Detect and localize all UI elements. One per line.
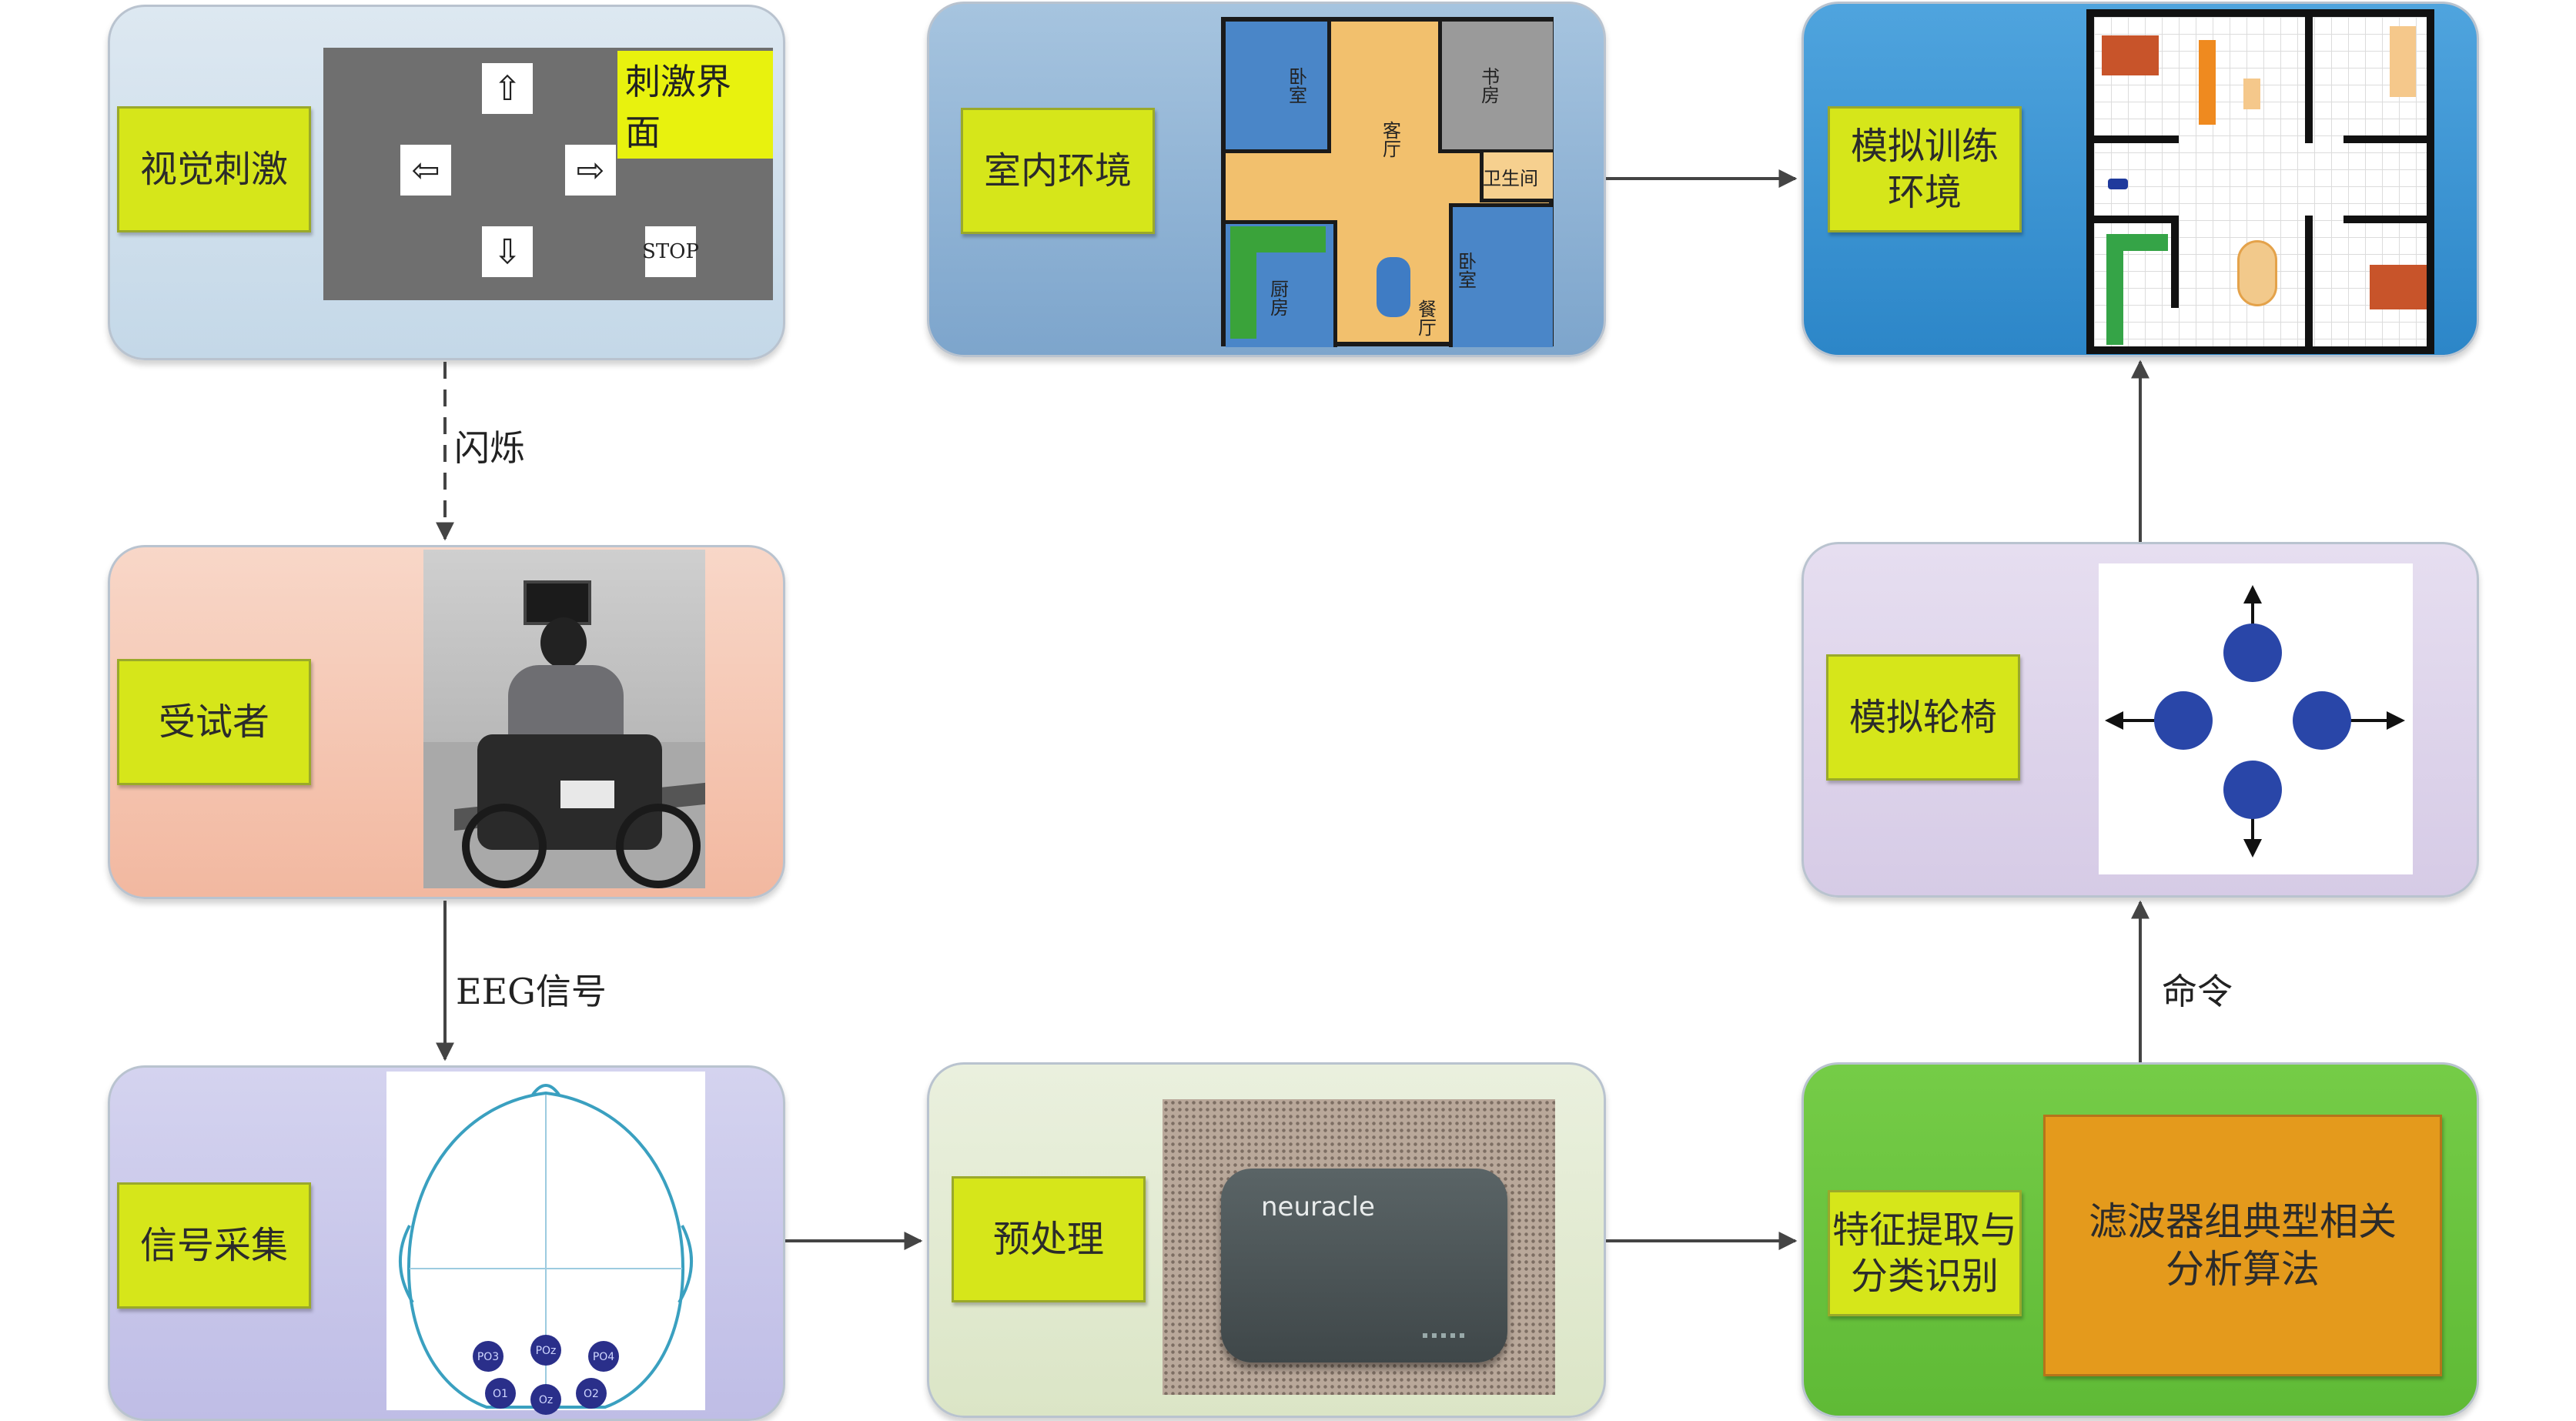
maze-wall [2343,216,2427,223]
maze-kitchen-green-top [2106,234,2168,251]
floorplan-bedroom-1 [1226,22,1331,153]
sim-train-env-label: 模拟训练 环境 [1828,106,2022,232]
maze-chair [2243,79,2260,109]
command-label: 命令 [2162,971,2233,1012]
right-arrow-icon: ⇨ [565,145,616,196]
left-arrow-icon: ⇦ [400,145,451,196]
maze-kitchen-green [2106,234,2123,345]
floorplan-dining-table [1377,257,1410,317]
indoor-env-label: 室内环境 [961,108,1155,234]
preprocess-label: 预处理 [952,1176,1146,1302]
room-label-study: 书房 [1481,66,1500,106]
room-label-bathroom: 卫生间 [1483,168,1538,189]
floorplan-study [1438,22,1553,153]
electrode-o1 [485,1378,516,1409]
subject-label: 受试者 [117,659,311,785]
maze-bed-1 [2102,35,2159,75]
direction-dots-svg [2105,585,2405,858]
room-label-bedroom-2: 卧室 [1458,251,1477,291]
eeg-label: EEG信号 [456,971,607,1012]
maze-table [2237,240,2277,306]
nose-icon [531,1084,560,1096]
right-ear-icon [677,1225,694,1304]
room-label-dining: 餐厅 [1418,299,1437,339]
electrode-label: O2 [584,1388,599,1400]
photo-wheel-left [462,804,547,888]
device-brand-logo: neuracle [1261,1192,1375,1222]
eeg-device-photo: neuracle [1163,1099,1555,1395]
electrode-po3 [473,1341,503,1372]
flicker-label: 闪烁 [454,427,525,469]
electrode-label: POz [536,1345,557,1357]
device-indicator-leds [1423,1333,1469,1338]
maze-cabinet [2199,40,2216,125]
electrode-label: O1 [493,1388,508,1400]
left-dot [2154,691,2213,750]
training-maze [2086,9,2434,354]
stimulus-interface-screen: 刺激界面 ⇧ ⇦ ⇨ ⇩ STOP [323,48,773,300]
electrode-label: PO3 [477,1351,499,1363]
room-label-living: 客厅 [1383,120,1401,160]
photo-device [560,781,614,808]
photo-wheel-right [616,804,701,888]
up-arrow-icon: ⇧ [482,63,533,114]
electrode-o2 [576,1378,607,1409]
feature-label: 特征提取与 分类识别 [1828,1190,2022,1316]
maze-wall [2305,17,2313,143]
left-ear-icon [398,1225,414,1304]
up-dot [2223,624,2282,682]
signal-acq-label: 信号采集 [117,1182,311,1309]
algorithm-box: 滤波器组典型相关 分析算法 [2043,1115,2442,1376]
electrode-label: Oz [539,1394,553,1406]
subject-photo [423,550,705,888]
wheelchair-icon [2108,179,2128,189]
electrode-poz [530,1335,561,1366]
electrode-oz [530,1384,561,1415]
maze-wall [2343,135,2427,143]
down-dot [2223,761,2282,819]
floorplan-bathroom [1480,152,1553,202]
stop-key: STOP [642,226,699,277]
electrode-po4 [588,1341,619,1372]
right-dot [2293,691,2351,750]
room-label-kitchen: 厨房 [1270,279,1289,319]
maze-wall [2094,216,2179,223]
head-map-svg: PO3 POz PO4 O1 Oz O2 [398,1084,694,1415]
maze-bed-2 [2370,265,2427,309]
electrode-label: PO4 [593,1351,614,1363]
floorplan-bedroom-2 [1449,203,1553,347]
maze-wall [2305,216,2313,354]
down-arrow-icon: ⇩ [482,226,533,277]
eeg-amplifier-device: neuracle [1221,1169,1507,1362]
floorplan: 卧室 客厅 书房 卫生间 厨房 餐厅 卧室 [1221,17,1554,347]
room-label-bedroom-1: 卧室 [1289,66,1307,106]
visual-stimulus-label: 视觉刺激 [117,106,311,232]
maze-wall [2171,216,2179,308]
maze-wall [2094,135,2179,143]
floorplan-kitchen-counter-top [1230,226,1326,252]
sim-wheelchair-label: 模拟轮椅 [1826,654,2020,781]
stimulus-interface-title: 刺激界面 [617,51,773,159]
maze-wardrobe [2390,26,2416,97]
electrode-map: PO3 POz PO4 O1 Oz O2 [386,1072,705,1415]
electrode-group: PO3 POz PO4 O1 Oz O2 [473,1335,619,1415]
wheelchair-control-canvas [2099,563,2413,874]
photo-person-head [540,617,587,668]
